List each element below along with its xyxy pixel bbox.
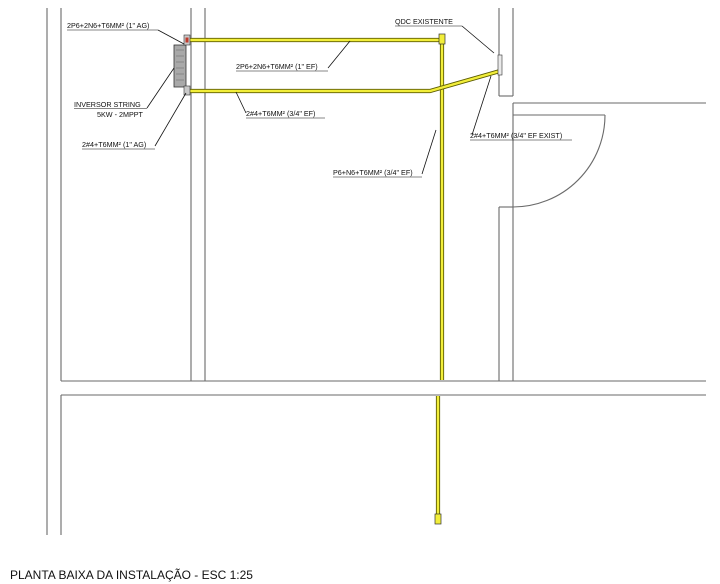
inverter-string — [173, 34, 191, 96]
label-qdc-feed: 2#4+T6MM² (3/4" EF EXIST) — [470, 131, 562, 140]
leader-feed-inverter — [157, 29, 185, 45]
conduit-lower-run — [186, 69, 501, 93]
label-string-to-inverter: 2#4+T6MM² (1" AG) — [82, 140, 146, 149]
qdc-existing — [497, 54, 503, 76]
junction-box-bottom — [434, 513, 442, 525]
door-swing-arc — [512, 114, 606, 208]
drawing-title: PLANTA BAIXA DA INSTALAÇÃO - ESC 1:25 — [10, 568, 253, 582]
conduit-lower-run-outline — [186, 68, 501, 94]
walls — [46, 8, 706, 535]
inverter-body — [173, 44, 187, 88]
inverter-dc-box — [183, 85, 191, 96]
conduit-runs — [186, 33, 501, 525]
label-inverter-spec: 5KW - 2MPPT — [97, 110, 144, 119]
leader-qdc-feed — [471, 75, 492, 136]
label-leaders — [146, 25, 495, 175]
label-lower-run: 2#4+T6MM² (3/4" EF) — [246, 109, 315, 118]
junction-box-top — [438, 33, 446, 45]
leader-inverter — [146, 67, 175, 109]
leader-lower-run — [235, 91, 247, 114]
label-inverter-name: INVERSOR STRING — [74, 100, 141, 109]
inverter-ac-indicator — [185, 37, 189, 43]
leader-qdc — [461, 25, 495, 54]
label-qdc-existing: QDC EXISTENTE — [395, 17, 453, 26]
qdc-box — [497, 54, 503, 76]
leader-string — [154, 92, 187, 147]
annotations: 2P6+2N6+T6MM² (1" AG) INVERSOR STRING 5K… — [67, 17, 572, 178]
label-feed-to-inverter: 2P6+2N6+T6MM² (1" AG) — [67, 21, 149, 30]
label-vertical-run: P6+N6+T6MM² (3/4" EF) — [333, 168, 413, 177]
leader-upper-run — [327, 40, 351, 69]
leader-vertical-run — [421, 129, 437, 175]
label-upper-run: 2P6+2N6+T6MM² (1" EF) — [236, 62, 318, 71]
